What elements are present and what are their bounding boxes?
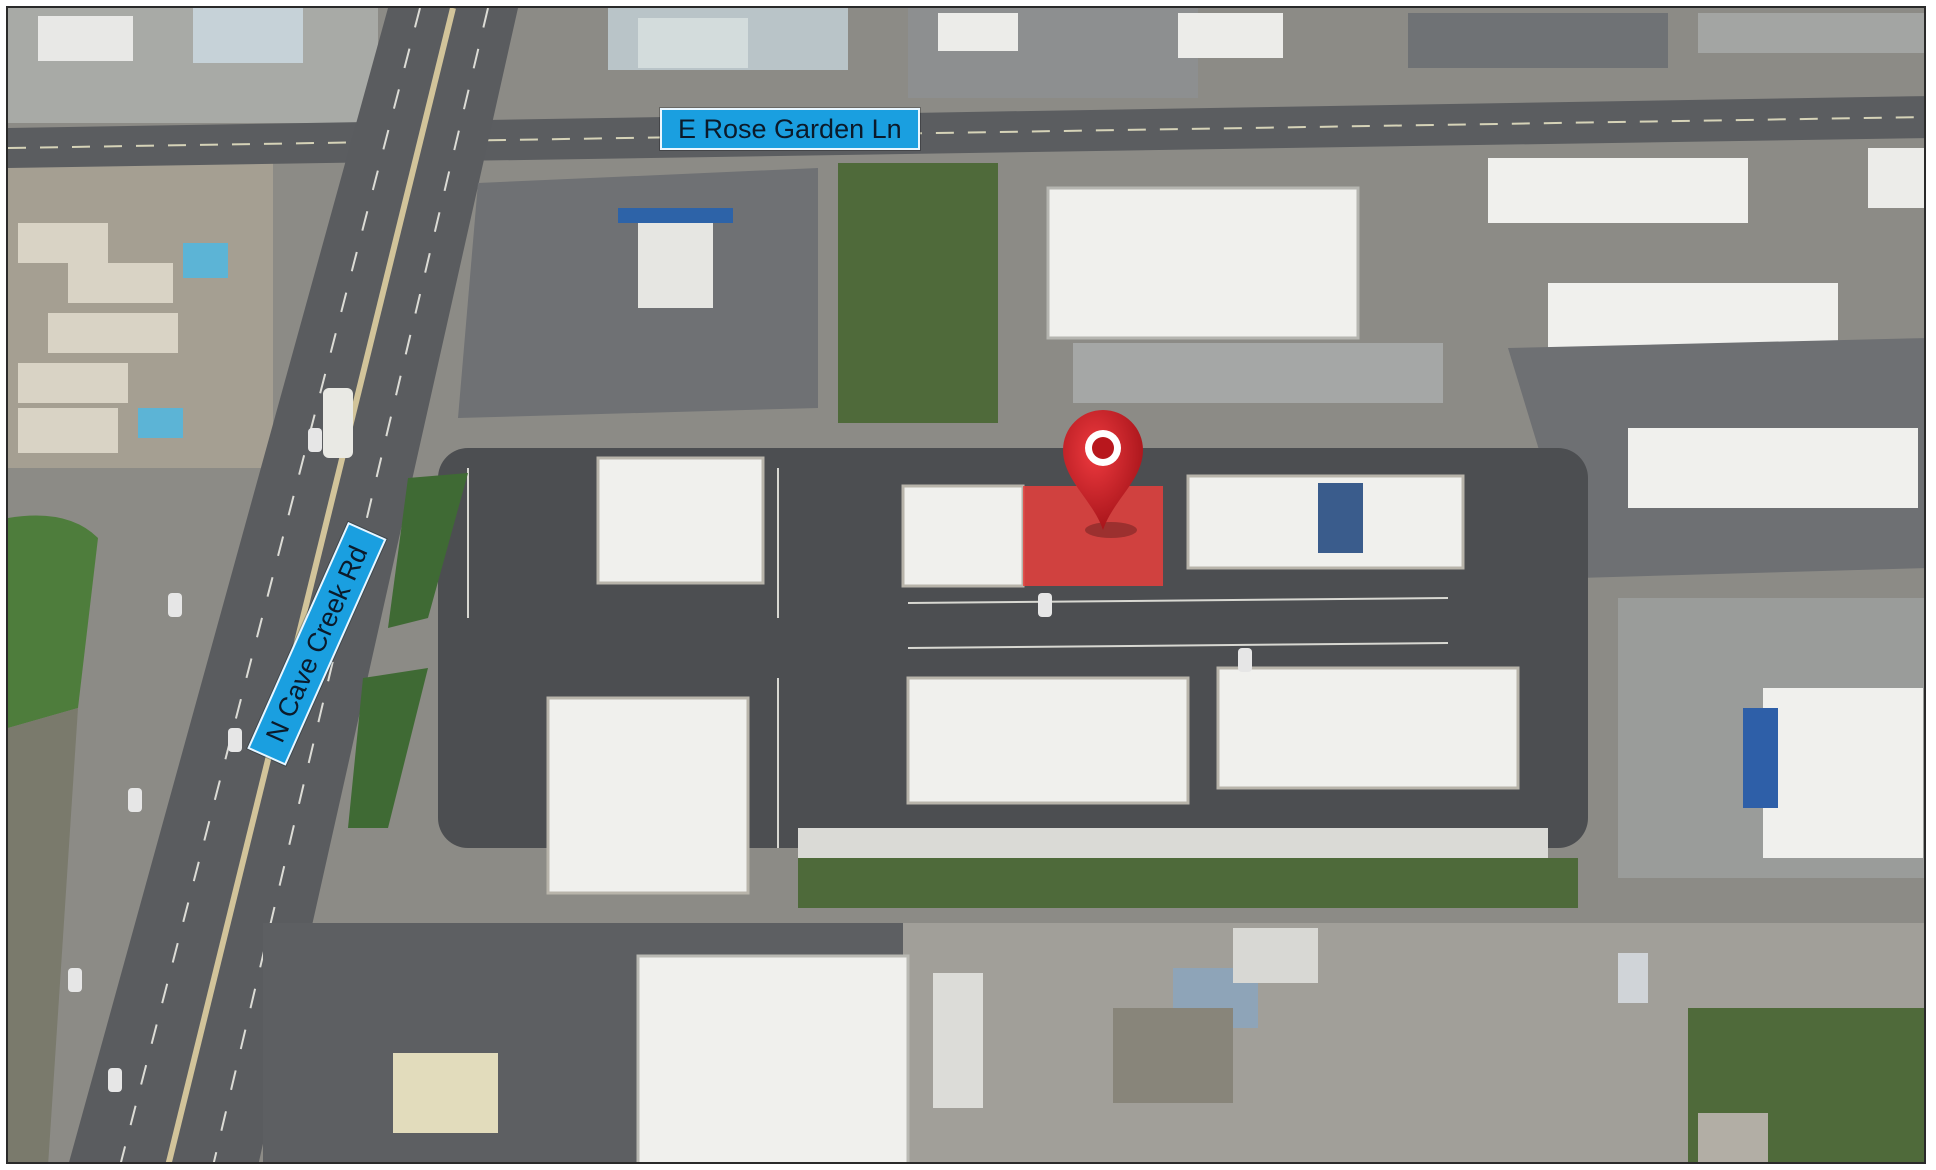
- pool: [138, 408, 183, 438]
- street-label-rose-garden: E Rose Garden Ln: [660, 108, 920, 150]
- landscape-strip: [348, 668, 428, 828]
- loading-dock: [1073, 343, 1443, 403]
- bus: [323, 388, 353, 458]
- building-small: [393, 1053, 498, 1133]
- cars: [68, 428, 1252, 1092]
- awning: [618, 208, 733, 223]
- building-west: [596, 456, 765, 585]
- landscape-strip: [388, 473, 468, 628]
- location-pin-icon: [1063, 410, 1143, 538]
- building-restaurant: [638, 223, 713, 308]
- storage-yard: [1113, 1008, 1233, 1103]
- building-large: [1046, 186, 1360, 340]
- aerial-map: [8, 8, 1924, 1162]
- building: [1233, 928, 1318, 983]
- building: [38, 16, 133, 61]
- road-lane: [8, 116, 1924, 149]
- parking-stripes: [467, 468, 1449, 848]
- building-narrow: [933, 973, 983, 1108]
- trees: [798, 858, 1578, 908]
- parking-lot: [1408, 13, 1668, 68]
- building-south-center: [906, 676, 1190, 805]
- trees: [838, 163, 998, 423]
- building: [1618, 953, 1648, 1003]
- equipment: [1743, 708, 1778, 808]
- house: [68, 263, 173, 303]
- road-rose-garden: [8, 96, 1924, 168]
- road-median: [165, 8, 456, 1162]
- building-southwest: [546, 696, 750, 895]
- road-lane: [120, 8, 421, 1162]
- aerial-map-frame: E Rose Garden Ln N Cave Creek Rd: [6, 6, 1926, 1164]
- house: [48, 313, 178, 353]
- building-target: [901, 484, 1025, 588]
- road-cave-creek: [69, 8, 518, 1162]
- building: [1868, 148, 1924, 208]
- building: [193, 8, 303, 63]
- building: [1178, 13, 1283, 58]
- building: [638, 18, 748, 68]
- building: [1763, 688, 1923, 858]
- landscape: [8, 708, 78, 1162]
- building-south: [636, 954, 910, 1162]
- building: [1698, 13, 1924, 53]
- house: [18, 223, 108, 263]
- grass: [8, 515, 98, 728]
- building: [938, 13, 1018, 51]
- building: [1628, 428, 1918, 508]
- building: [1488, 158, 1748, 223]
- solar-panels: [1318, 483, 1363, 553]
- pool: [183, 243, 228, 278]
- equipment: [1698, 1113, 1768, 1162]
- building-south-east: [1216, 666, 1520, 790]
- house: [18, 408, 118, 453]
- house: [18, 363, 128, 403]
